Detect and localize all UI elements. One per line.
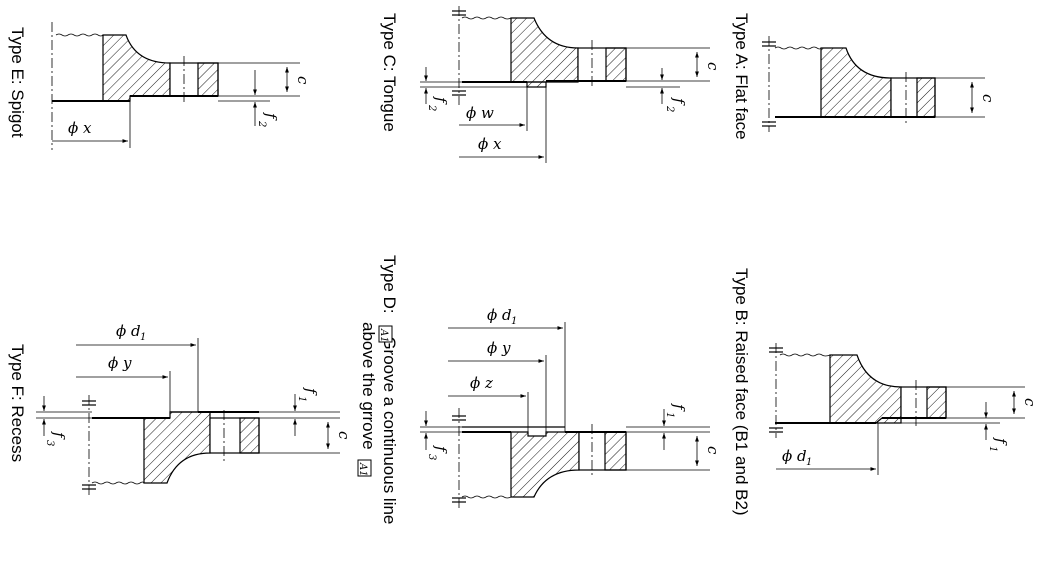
panel-type-e: Type E: Spigot ϕ x c f 2 <box>8 22 312 150</box>
type-e-x-label: ϕ x <box>68 119 92 137</box>
panel-type-a: Type A: Flat face c <box>732 13 997 140</box>
type-b-flange-section <box>829 354 902 424</box>
type-f-d1-sub: 1 <box>140 332 146 343</box>
type-b-c-label: c <box>1021 398 1038 407</box>
type-d-f1-sub: 1 <box>664 412 675 418</box>
panel-type-d: Type D: Groove a continuous line A1 abov… <box>357 255 722 524</box>
type-f-y-label: ϕ y <box>108 354 132 372</box>
type-a-break-line <box>774 46 822 50</box>
type-f-f3-sub: 3 <box>44 440 55 446</box>
type-d-z-label: ϕ z <box>470 374 493 392</box>
type-b-d1-sub: 1 <box>806 457 812 468</box>
type-d-marker-2: A1 <box>357 462 368 477</box>
type-e-title: Type E: Spigot <box>8 27 27 138</box>
type-e-f2-sub: 2 <box>256 120 267 127</box>
type-f-title: Type F: Recess <box>8 344 27 462</box>
type-d-f3-sub: 3 <box>426 454 437 460</box>
type-d-y-label: ϕ y <box>487 339 511 357</box>
type-c-f2-left-label: f <box>432 96 450 105</box>
panel-type-f: Type F: Recess ϕ d 1 ϕ y f 3 f 1 <box>8 322 353 497</box>
type-c-f2-left-sub: 2 <box>426 104 437 111</box>
type-d-f1-label: f <box>670 403 688 412</box>
type-c-x-label: ϕ x <box>478 135 502 153</box>
panel-type-c: Type C: Tongue f 2 c f 2 ϕ w <box>380 6 722 163</box>
type-c-tongue <box>526 81 547 88</box>
type-c-c-label: c <box>704 62 722 71</box>
type-f-f1-sub: 1 <box>296 396 307 402</box>
type-d-marker-box-2 <box>357 459 372 477</box>
type-d-marker-box-1 <box>378 325 393 343</box>
type-b-d1-label: ϕ d <box>782 447 807 465</box>
type-a-c-label: c <box>979 94 997 103</box>
type-b-title: Type B: Raised face (B1 and B2) <box>732 268 751 516</box>
type-b-f1-label: f <box>992 437 1010 446</box>
type-d-marker-1: A1 <box>378 328 389 343</box>
type-d-f3-label: f <box>432 445 450 454</box>
type-b-f1-sub: 1 <box>987 446 998 452</box>
type-d-d1-label: ϕ d <box>487 306 512 324</box>
type-b-bolt-hole-hatch <box>926 386 947 419</box>
type-f-f1-label: f <box>302 387 320 396</box>
type-d-d1-sub: 1 <box>511 316 517 327</box>
type-d-flange-section <box>510 431 580 498</box>
type-c-flange-section <box>510 17 579 83</box>
type-f-flange-section <box>143 411 211 484</box>
type-a-flange-section <box>820 47 892 118</box>
type-c-f2-right-label: f <box>670 97 688 106</box>
type-d-title-line1: Type D: Groove a continuous line <box>380 255 399 524</box>
type-d-title-line2: above the grrove <box>359 322 378 450</box>
panel-type-b: Type B: Raised face (B1 and B2) c f 1 ϕ … <box>732 268 1038 516</box>
type-f-f3-label: f <box>50 431 68 440</box>
type-a-bolt-hole-hatch <box>916 77 936 118</box>
type-e-flange-section <box>102 34 171 102</box>
type-c-title: Type C: Tongue <box>380 13 399 132</box>
type-c-w-label: ϕ w <box>466 104 494 122</box>
type-a-title: Type A: Flat face <box>732 13 751 140</box>
type-c-f2-right-sub: 2 <box>664 105 675 112</box>
type-d-c-label: c <box>704 446 722 455</box>
type-f-c-label: c <box>335 431 353 440</box>
type-e-c-label: c <box>294 76 312 85</box>
type-e-f2-label: f <box>262 112 280 121</box>
type-f-d1-label: ϕ d <box>116 322 141 340</box>
